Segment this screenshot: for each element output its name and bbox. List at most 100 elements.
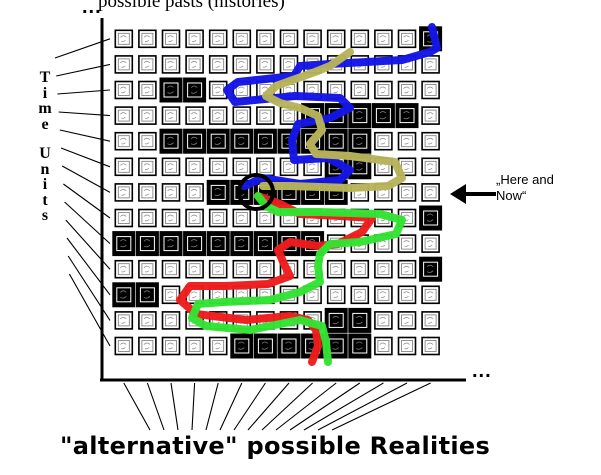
reality-cell (374, 259, 393, 279)
reality-cell-highlighted (183, 128, 207, 154)
reality-cell-highlighted (324, 128, 348, 154)
reality-cell (421, 80, 440, 100)
reality-line (191, 382, 196, 431)
reality-cell (185, 106, 204, 125)
reality-cell (397, 336, 417, 356)
reality-cell (185, 183, 204, 202)
reality-cell (421, 311, 440, 330)
time-unit-line (67, 255, 111, 321)
reality-cell (208, 157, 228, 177)
reality-cell (421, 285, 440, 305)
reality-cell (232, 157, 252, 177)
reality-cell (138, 80, 157, 100)
reality-cell (279, 29, 299, 49)
reality-cell (114, 208, 134, 228)
y-axis-label-letter: s (41, 207, 49, 224)
here-and-now-label: „Here and Now“ (496, 172, 596, 204)
reality-line (146, 382, 165, 431)
reality-cell (256, 29, 275, 49)
reality-cell-highlighted (230, 128, 254, 154)
y-axis-label-letter: n (40, 160, 50, 178)
reality-cell-highlighted (112, 231, 136, 257)
reality-cell (138, 55, 157, 74)
reality-cell (350, 259, 370, 279)
reality-cell (161, 183, 181, 202)
history-paths (176, 23, 441, 366)
reality-cell (232, 55, 252, 74)
reality-cell (421, 336, 440, 356)
header-text: possible pasts (histories) (98, 0, 285, 12)
here-and-now-circle (237, 173, 275, 211)
reality-cell (114, 183, 134, 202)
reality-cell-highlighted (348, 128, 372, 154)
reality-cell-highlighted (135, 231, 159, 257)
reality-cell (421, 157, 440, 177)
reality-cell (138, 106, 157, 125)
reality-cell-highlighted (135, 282, 159, 308)
reality-line (331, 382, 431, 431)
reality-cell (397, 183, 417, 202)
reality-cell (326, 29, 346, 49)
reality-cell (114, 80, 134, 100)
reality-cell (350, 285, 370, 305)
y-axis-label-letter: T (39, 69, 51, 86)
reality-cell (138, 157, 157, 177)
reality-cell-highlighted (230, 231, 254, 257)
reality-cell (326, 285, 346, 305)
reality-cell-highlighted (348, 307, 372, 333)
reality-line (123, 382, 151, 431)
history-path-blue (223, 23, 441, 190)
reality-cell (374, 80, 393, 100)
x-axis-label: "alternative" possible Realities (60, 432, 491, 460)
reality-cell (161, 311, 181, 330)
reality-cell-highlighted (419, 205, 443, 231)
reality-cell (374, 131, 393, 151)
history-path-green (188, 192, 406, 366)
reality-cell (185, 157, 204, 177)
reality-cell (185, 55, 204, 74)
reality-cell (232, 106, 252, 125)
reality-cell (208, 336, 228, 356)
y-axis-label-letter: t (42, 191, 48, 209)
reality-cell (138, 183, 157, 202)
reality-cell (232, 208, 252, 228)
reality-cell (114, 106, 134, 125)
reality-cell (421, 55, 440, 74)
reality-cell (185, 29, 204, 49)
reality-cell (421, 234, 440, 253)
y-axis-label-letter: U (39, 145, 51, 162)
reality-cell (114, 29, 134, 49)
reality-cell (232, 29, 252, 49)
reality-cell (138, 259, 157, 279)
reality-cell-highlighted (183, 77, 207, 103)
reality-cell (138, 336, 157, 356)
reality-cell-highlighted (324, 307, 348, 333)
reality-cell (185, 259, 204, 279)
arrow-head (450, 184, 466, 204)
reality-cell (161, 336, 181, 356)
reality-cell-highlighted (112, 282, 136, 308)
reality-line (261, 382, 313, 431)
reality-cell (114, 157, 134, 177)
reality-cell (138, 131, 157, 151)
reality-line (205, 382, 219, 431)
reality-cell-highlighted (206, 128, 230, 154)
reality-line (289, 382, 361, 431)
reality-cell (114, 336, 134, 356)
reality-cell (421, 106, 440, 125)
reality-cell (256, 55, 275, 74)
reality-cell (256, 259, 275, 279)
reality-cell-highlighted (277, 333, 301, 359)
reality-cell (161, 55, 181, 74)
reality-cell-highlighted (159, 231, 183, 257)
reality-cell (208, 208, 228, 228)
here-and-now-label-line2: Now“ (496, 188, 527, 203)
here-and-now-arrow (450, 184, 496, 204)
reality-cell-highlighted (206, 179, 230, 205)
reality-cell-highlighted (348, 103, 372, 129)
reality-cell (185, 208, 204, 228)
time-unit-line (68, 273, 111, 347)
reality-cell (256, 157, 275, 177)
reality-cell-highlighted (253, 231, 277, 257)
